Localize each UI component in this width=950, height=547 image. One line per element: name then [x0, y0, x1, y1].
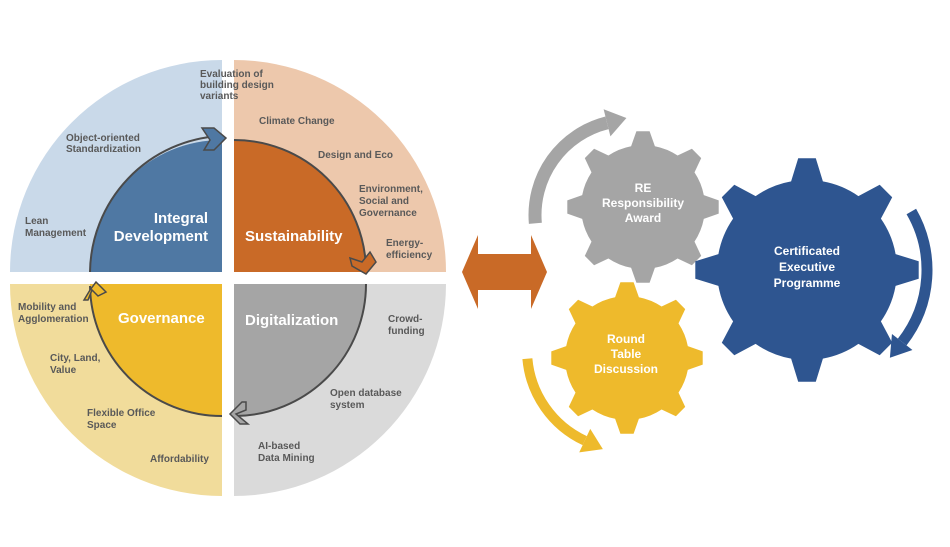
- sustainability-title: Sustainability: [245, 228, 343, 245]
- digitalization-inner-segment: [234, 284, 366, 416]
- rotation-arrow-yellow-icon: [522, 358, 603, 453]
- sustainability-inner-segment: [234, 140, 366, 272]
- chevron-left-icon: [228, 401, 251, 425]
- arrow-head: [579, 428, 603, 453]
- topic-label: Climate Change: [259, 116, 335, 127]
- arrow-shaft: [528, 116, 609, 224]
- chevron-right-icon: [200, 127, 228, 151]
- arrow-shaft: [897, 208, 933, 346]
- gear-shape: [567, 131, 719, 283]
- governance-inner-segment: [90, 284, 222, 416]
- topic-label: Energy-efficiency: [386, 238, 433, 261]
- double-arrow-icon: [462, 235, 547, 309]
- cycle-arc-integral: [89, 135, 221, 273]
- gear-certificated-executive-programme: [695, 158, 919, 382]
- integral-inner-segment: [90, 140, 222, 272]
- digitalization-title: Digitalization: [245, 312, 338, 329]
- cycle-arrows: [89, 135, 367, 417]
- arrow-shaft: [522, 358, 587, 446]
- cycle-arc-digitalization: [235, 283, 367, 417]
- quadrant-core: [90, 140, 366, 416]
- quadrant-ring: [10, 60, 446, 496]
- chevron-down-icon: [348, 250, 377, 275]
- chevron-up-icon: [82, 280, 108, 301]
- arrow-head: [603, 109, 627, 137]
- gear-re-responsibility-award: [567, 131, 719, 283]
- rotation-arrow-blue-icon: [889, 208, 933, 358]
- integral-title-line2: Development: [114, 228, 208, 245]
- gear-shape: [695, 158, 919, 382]
- arrow-head: [889, 334, 913, 358]
- rotation-arrow-gray-icon: [528, 109, 627, 224]
- topic-label: Affordability: [150, 454, 209, 465]
- cycle-arc-sustainability: [233, 139, 367, 271]
- gear-round-table-discussion: [551, 282, 703, 434]
- governance-title: Governance: [118, 310, 205, 327]
- topic-label: Design and Eco: [318, 150, 393, 161]
- cycle-arc-governance: [89, 285, 223, 417]
- integral-title-line1: Integral: [154, 210, 208, 227]
- gear-shape: [551, 282, 703, 434]
- topic-label: Crowd-funding: [388, 314, 425, 337]
- topic-label: City, Land,Value: [50, 353, 101, 376]
